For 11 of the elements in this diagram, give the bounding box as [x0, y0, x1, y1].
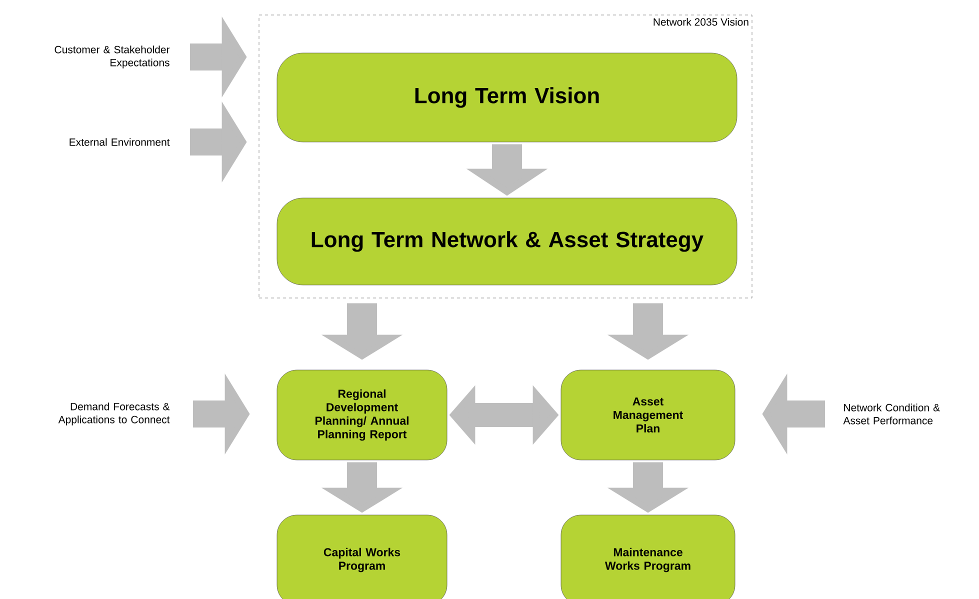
rounded-box: Long Term Vision: [276, 52, 738, 142]
rounded-box: Capital Works Program: [276, 514, 448, 599]
rounded-box: Regional Development Planning/ Annual Planning Report: [276, 370, 448, 460]
input-label: Demand Forecasts & Applications to Connect: [58, 402, 170, 426]
frame-heading: Network 2035 Vision: [654, 18, 748, 26]
rounded-box: Asset Management Plan: [560, 370, 736, 460]
input-label: Network Condition & Asset Performance: [843, 404, 940, 424]
rounded-box: Maintenance Works Program: [560, 514, 736, 599]
input-label: Customer & Stakeholder Expectations: [54, 46, 170, 68]
input-label: External Environment: [70, 138, 170, 146]
rounded-box: Long Term Network & Asset Strategy: [276, 198, 738, 286]
